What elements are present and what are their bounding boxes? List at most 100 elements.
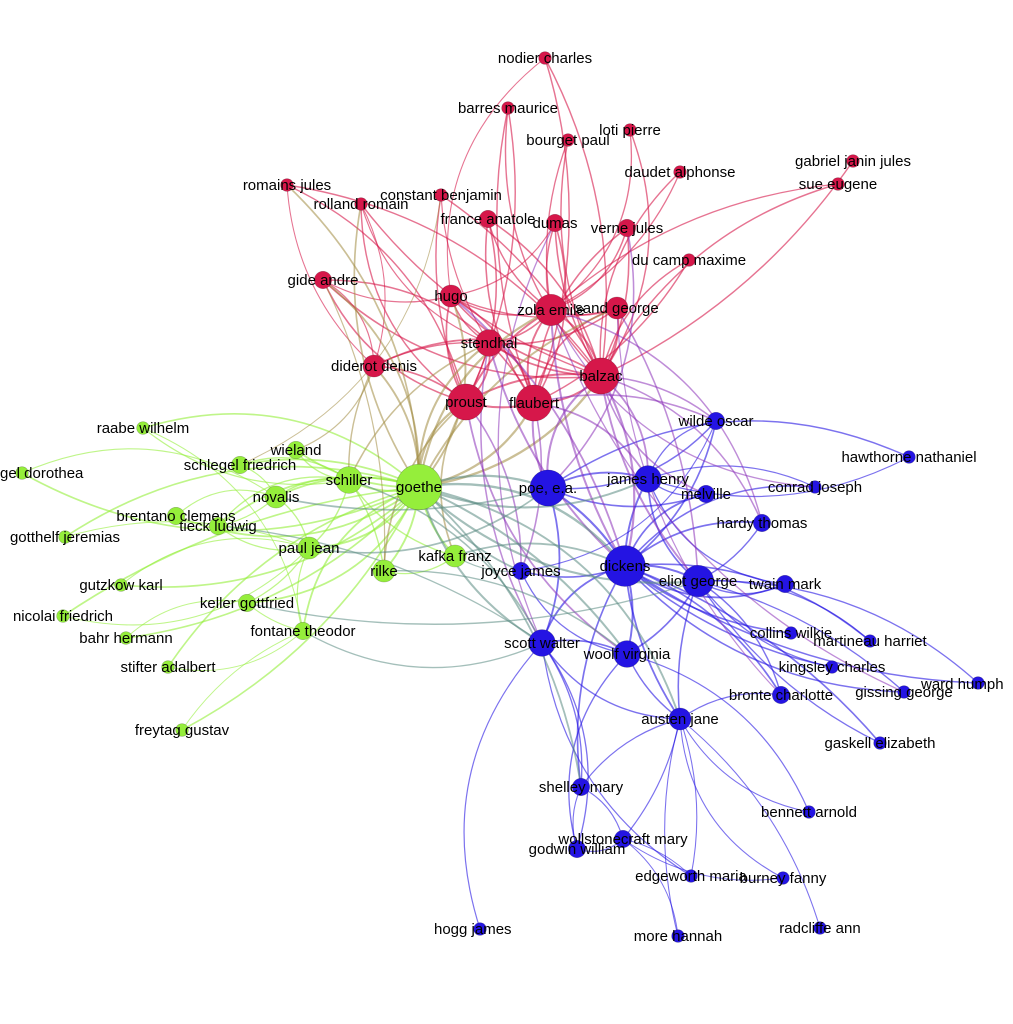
- node-hawthorne[interactable]: [902, 450, 916, 464]
- node-woolf[interactable]: [613, 640, 641, 668]
- node-bahr[interactable]: [119, 631, 133, 645]
- edge-jameshenry-hawthorne: [647, 456, 910, 498]
- node-edgeworth[interactable]: [684, 869, 698, 883]
- node-rolland[interactable]: [354, 197, 368, 211]
- node-proust[interactable]: [447, 383, 485, 421]
- node-melville[interactable]: [696, 484, 715, 503]
- edge-austen-edgeworth: [679, 718, 698, 877]
- node-schlegeld[interactable]: [15, 466, 29, 480]
- node-brentano[interactable]: [167, 506, 186, 525]
- node-eliot[interactable]: [681, 564, 715, 598]
- node-sue[interactable]: [831, 177, 845, 191]
- edge-hugo-dickens: [450, 295, 626, 567]
- node-poe[interactable]: [529, 469, 567, 507]
- node-nicolai[interactable]: [56, 609, 70, 623]
- label-dickens: dickens: [600, 558, 651, 575]
- node-dickens[interactable]: [604, 545, 646, 587]
- label-freytag: freytag gustav: [135, 722, 230, 739]
- node-bronte[interactable]: [771, 685, 790, 704]
- node-rilke[interactable]: [372, 559, 396, 583]
- node-bourget[interactable]: [561, 133, 575, 147]
- node-jameshenry[interactable]: [634, 465, 662, 493]
- node-novalis[interactable]: [264, 485, 288, 509]
- node-twain[interactable]: [775, 574, 794, 593]
- edge-keller-bahr: [125, 600, 248, 639]
- node-austen[interactable]: [668, 707, 692, 731]
- node-shelley[interactable]: [571, 777, 590, 796]
- node-kafka[interactable]: [443, 544, 467, 568]
- edge-goethe-bahr: [125, 486, 420, 639]
- node-stendhal[interactable]: [475, 329, 503, 357]
- node-gide[interactable]: [313, 270, 332, 289]
- edge-sand-bronte: [616, 307, 782, 696]
- edge-goethe-jameshenry: [417, 477, 650, 509]
- node-gutzkow[interactable]: [114, 578, 128, 592]
- node-joyce[interactable]: [511, 561, 530, 580]
- node-dumas[interactable]: [545, 214, 564, 233]
- node-daudet[interactable]: [673, 165, 687, 179]
- node-pauljean[interactable]: [297, 536, 321, 560]
- node-goethe[interactable]: [395, 463, 443, 511]
- edge-goethe-raabe: [142, 413, 420, 488]
- node-keller[interactable]: [238, 593, 257, 612]
- label-verne: verne jules: [591, 220, 664, 237]
- node-radcliffe[interactable]: [813, 921, 827, 935]
- edge-goethe-woolf: [417, 485, 629, 656]
- node-barres[interactable]: [501, 101, 515, 115]
- node-wieland[interactable]: [286, 440, 305, 459]
- node-zola[interactable]: [534, 293, 568, 327]
- edge-zola-conrad: [550, 309, 816, 488]
- label-schlegeld: gel dorothea: [0, 465, 84, 482]
- node-tieck[interactable]: [209, 516, 228, 535]
- edge-austen-more: [664, 718, 681, 937]
- node-hugo[interactable]: [439, 284, 463, 308]
- node-constant[interactable]: [434, 188, 448, 202]
- node-flaubert[interactable]: [515, 384, 553, 422]
- node-gissing[interactable]: [897, 685, 911, 699]
- edge-zola-hardy: [550, 309, 763, 524]
- node-schiller[interactable]: [335, 466, 363, 494]
- node-stifter[interactable]: [161, 660, 175, 674]
- node-diderot[interactable]: [362, 354, 386, 378]
- edge-schiller-scott: [348, 479, 543, 644]
- node-balzac[interactable]: [582, 357, 620, 395]
- edge-eliot-gaskell: [697, 580, 881, 744]
- node-nodier[interactable]: [538, 51, 552, 65]
- node-freytag[interactable]: [175, 723, 189, 737]
- node-burney[interactable]: [776, 871, 790, 885]
- edge-wollstonecraft-more: [622, 838, 679, 937]
- node-martineau[interactable]: [863, 634, 877, 648]
- node-gotthelf[interactable]: [58, 530, 72, 544]
- node-france[interactable]: [478, 210, 497, 229]
- node-bennett[interactable]: [802, 805, 816, 819]
- node-scott[interactable]: [528, 629, 556, 657]
- node-collins[interactable]: [784, 626, 798, 640]
- node-kingsley[interactable]: [825, 660, 839, 674]
- edge-romains-goethe: [286, 184, 420, 488]
- edge-jameshenry-conrad: [647, 465, 816, 488]
- node-verne[interactable]: [617, 219, 636, 238]
- node-loti[interactable]: [623, 123, 637, 137]
- node-godwin[interactable]: [567, 839, 586, 858]
- node-ducamp[interactable]: [682, 253, 696, 267]
- node-hogg[interactable]: [473, 922, 487, 936]
- edge-poe-melville: [547, 487, 707, 508]
- node-fontane[interactable]: [293, 621, 312, 640]
- node-wilde[interactable]: [706, 411, 725, 430]
- label-wilde: wilde oscar: [677, 413, 753, 430]
- label-stifter: stifter adalbert: [120, 659, 216, 676]
- node-more[interactable]: [671, 929, 685, 943]
- node-sand[interactable]: [605, 296, 629, 320]
- node-ward[interactable]: [971, 676, 985, 690]
- node-gaskell[interactable]: [873, 736, 887, 750]
- node-janin[interactable]: [846, 154, 860, 168]
- node-schlegelf[interactable]: [231, 455, 250, 474]
- node-hardy[interactable]: [752, 513, 771, 532]
- node-romains[interactable]: [280, 178, 294, 192]
- edge-austen-bronte: [679, 692, 782, 720]
- edge-stendhal-scott: [480, 342, 543, 644]
- node-conrad[interactable]: [808, 480, 822, 494]
- node-wollstonecraft[interactable]: [613, 829, 632, 848]
- node-raabe[interactable]: [136, 421, 150, 435]
